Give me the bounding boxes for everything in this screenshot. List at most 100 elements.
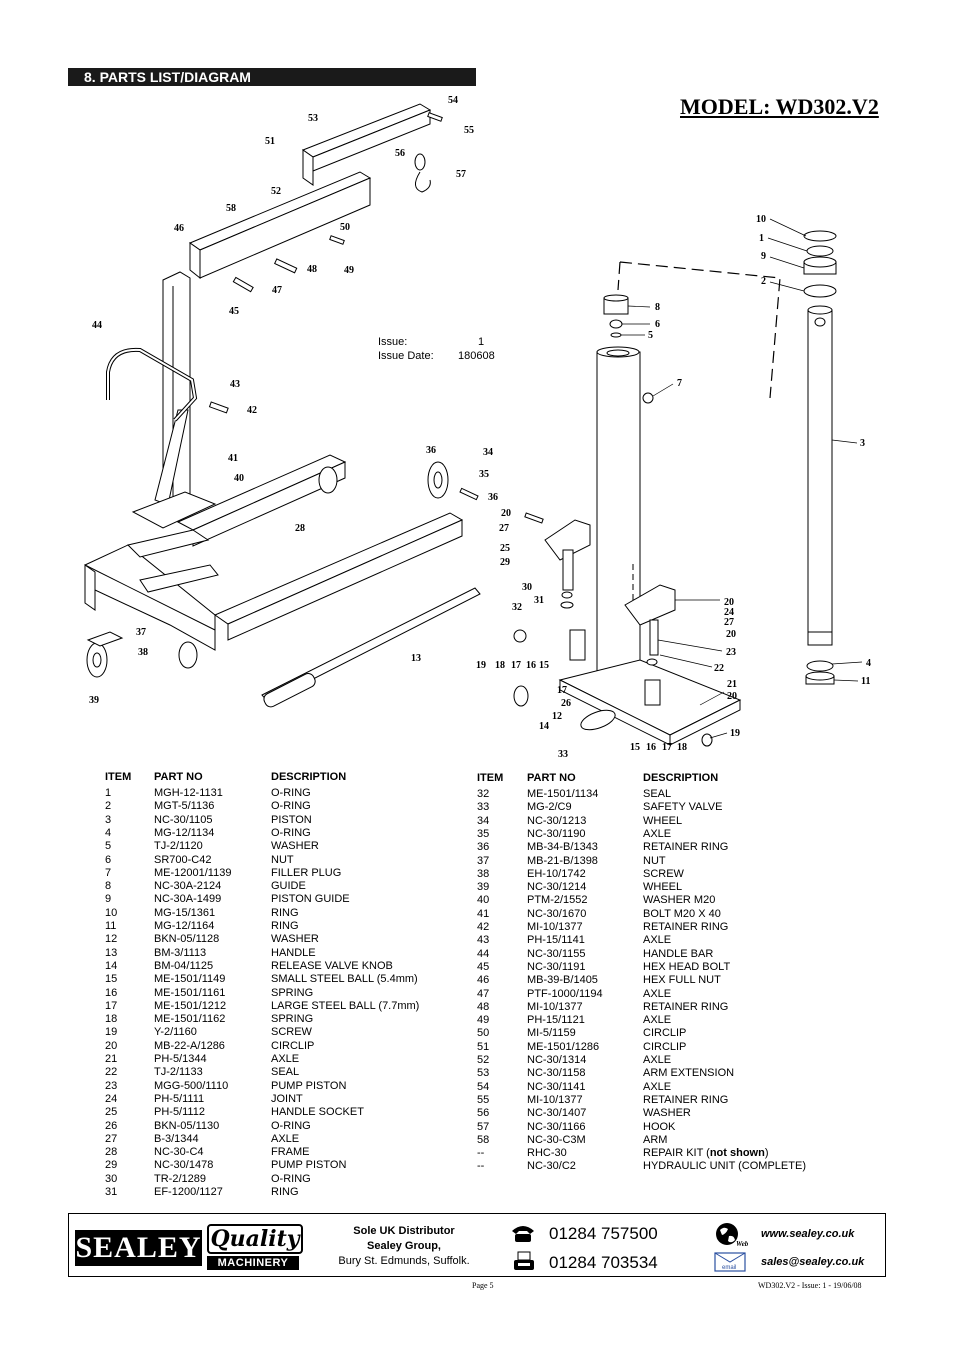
callout: 52	[271, 186, 281, 197]
callout: 13	[411, 653, 421, 664]
item-cell: 5	[105, 840, 112, 853]
item-cell: 10	[105, 906, 118, 919]
part-no-cell: MG-12/1164	[154, 920, 215, 932]
part-no-cell: PH-15/1121	[527, 1014, 585, 1027]
issue-date-label: Issue Date:	[378, 350, 434, 362]
distributor-line3: Bury St. Edmunds, Suffolk.	[338, 1255, 470, 1267]
item-cell: 39	[477, 881, 490, 894]
item-cell: 56	[477, 1107, 490, 1120]
issue-date-value: 180608	[458, 350, 495, 362]
part-no-cell: MGH-12-1131	[154, 787, 223, 799]
header-description-right: DESCRIPTION	[643, 772, 719, 784]
item-cell: 30	[105, 1172, 118, 1185]
part-no-cell: NC-30A-1499	[154, 893, 222, 906]
part-no-cell: PH-15/1141	[527, 934, 585, 947]
item-cell: 34	[477, 814, 490, 827]
callout: 6	[655, 319, 660, 330]
part-no-cell: NC-30/1478	[154, 1159, 214, 1172]
callout: 15	[630, 742, 640, 753]
description-cell: HEX FULL NUT	[643, 974, 721, 987]
description-cell: PUMP PISTON	[271, 1079, 347, 1092]
item-cell: 33	[477, 801, 490, 814]
callout: 46	[174, 223, 184, 234]
callout: 28	[295, 523, 305, 534]
issue-value: 1	[478, 336, 485, 348]
description-cell: PUMP PISTON	[271, 1159, 347, 1172]
part-no-cell: MG-2/C9	[527, 801, 572, 814]
part-no-cell: NC-30/1105	[154, 813, 213, 826]
description-cell: SEAL	[643, 788, 672, 800]
item-cell: 22	[105, 1066, 118, 1079]
description-cell: AXLE	[643, 1080, 672, 1093]
item-cell: 3	[105, 813, 112, 826]
item-cell: 41	[477, 907, 490, 920]
callout: 37	[136, 627, 146, 638]
callout: 47	[272, 285, 282, 296]
item-cell: 8	[105, 880, 112, 893]
website-link[interactable]: www.sealey.co.uk	[761, 1228, 855, 1240]
item-cell: 40	[477, 894, 490, 907]
item-cell: 20	[105, 1039, 118, 1052]
part-no-cell: PH-5/1111	[154, 1092, 205, 1105]
item-cell: 48	[477, 1000, 490, 1013]
part-no-cell: ME-1501/1161	[154, 986, 226, 999]
callout: 14	[539, 721, 549, 732]
description-cell: LARGE STEEL BALL (7.7mm)	[271, 999, 420, 1012]
machinery-logo: MACHINERY	[207, 1256, 299, 1270]
item-cell: 28	[105, 1146, 118, 1159]
item-cell: 7	[105, 866, 112, 879]
part-no-cell: PTM-2/1552	[527, 894, 588, 907]
header-part-no: PART NO	[154, 771, 203, 783]
part-no-cell: TR-2/1289	[154, 1172, 206, 1185]
part-no-cell: SR700-C42	[154, 853, 212, 866]
description-cell: RETAINER RING	[643, 841, 729, 854]
description-cell: AXLE	[643, 934, 672, 947]
item-cell: 31	[105, 1186, 118, 1198]
item-cell: 35	[477, 827, 490, 840]
callout: 4	[866, 658, 871, 669]
description-cell: SAFETY VALVE	[643, 801, 723, 814]
callout: 12	[552, 711, 562, 722]
description-cell: FILLER PLUG	[271, 866, 342, 879]
callout: 44	[92, 320, 102, 331]
issue-label: Issue:	[378, 336, 408, 348]
item-cell: 46	[477, 974, 490, 987]
item-cell: 4	[105, 826, 112, 839]
item-cell: 26	[105, 1119, 118, 1132]
callout: 40	[234, 473, 244, 484]
description-cell: SMALL STEEL BALL (5.4mm)	[271, 973, 418, 986]
description-cell: PISTON	[271, 813, 312, 826]
description-cell: RING	[271, 906, 299, 919]
callout: 43	[230, 379, 240, 390]
description-cell: HANDLE	[271, 946, 316, 959]
callout: 16	[646, 742, 656, 753]
item-cell: --	[477, 1147, 485, 1160]
callout: 18	[495, 660, 505, 671]
part-no-cell: TJ-2/1133	[154, 1066, 203, 1079]
email-link[interactable]: sales@sealey.co.uk	[761, 1256, 865, 1268]
callout: 30	[522, 582, 532, 593]
description-cell: HANDLE SOCKET	[271, 1106, 364, 1119]
callout: 41	[228, 453, 238, 464]
item-cell: 6	[105, 853, 112, 866]
item-cell: 44	[477, 947, 490, 960]
item-cell: 55	[477, 1093, 490, 1106]
item-cell: 12	[105, 933, 118, 946]
callout: 19	[730, 728, 740, 739]
callout: 55	[464, 125, 474, 136]
item-cell: 54	[477, 1080, 490, 1093]
item-cell: 58	[477, 1133, 490, 1146]
item-cell: 37	[477, 854, 490, 867]
item-cell: 38	[477, 867, 490, 880]
header-item-right: ITEM	[477, 772, 504, 784]
callout: 3	[860, 438, 865, 449]
part-no-cell: BKN-05/1130	[154, 1119, 220, 1132]
item-cell: 52	[477, 1054, 490, 1066]
callout: 27	[499, 523, 509, 534]
part-no-cell: ME-1501/1212	[154, 999, 227, 1012]
description-cell: WASHER	[643, 1107, 691, 1120]
description-cell: RELEASE VALVE KNOB	[271, 959, 393, 972]
description-cell: RING	[271, 920, 299, 932]
description-cell: SEAL	[271, 1066, 300, 1079]
callout: 20	[501, 508, 511, 519]
